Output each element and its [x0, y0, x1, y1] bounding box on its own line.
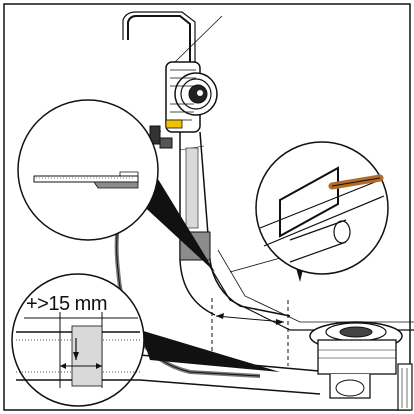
overflow-hook-pipe [127, 15, 191, 62]
drain-pipe-bottom [139, 379, 321, 395]
detail-circle-hacksaw [255, 141, 389, 275]
dimension-arrow [215, 315, 285, 323]
drain-assembly [309, 321, 413, 411]
reference-line-top [174, 15, 223, 63]
callout-wedge-measure [140, 330, 280, 372]
cable-nut [159, 137, 173, 149]
yellow-marker [165, 119, 183, 129]
overflow-valve [165, 61, 218, 133]
overflow-hook-outline [122, 11, 196, 62]
cable-clamp [149, 125, 161, 145]
pipe-gray-section [185, 147, 199, 229]
diagram-border [3, 3, 411, 411]
measurement-label: +>15 mm [26, 293, 107, 315]
detail-circle-cut-edge [17, 99, 159, 241]
detail-circle-measurement [11, 273, 145, 407]
